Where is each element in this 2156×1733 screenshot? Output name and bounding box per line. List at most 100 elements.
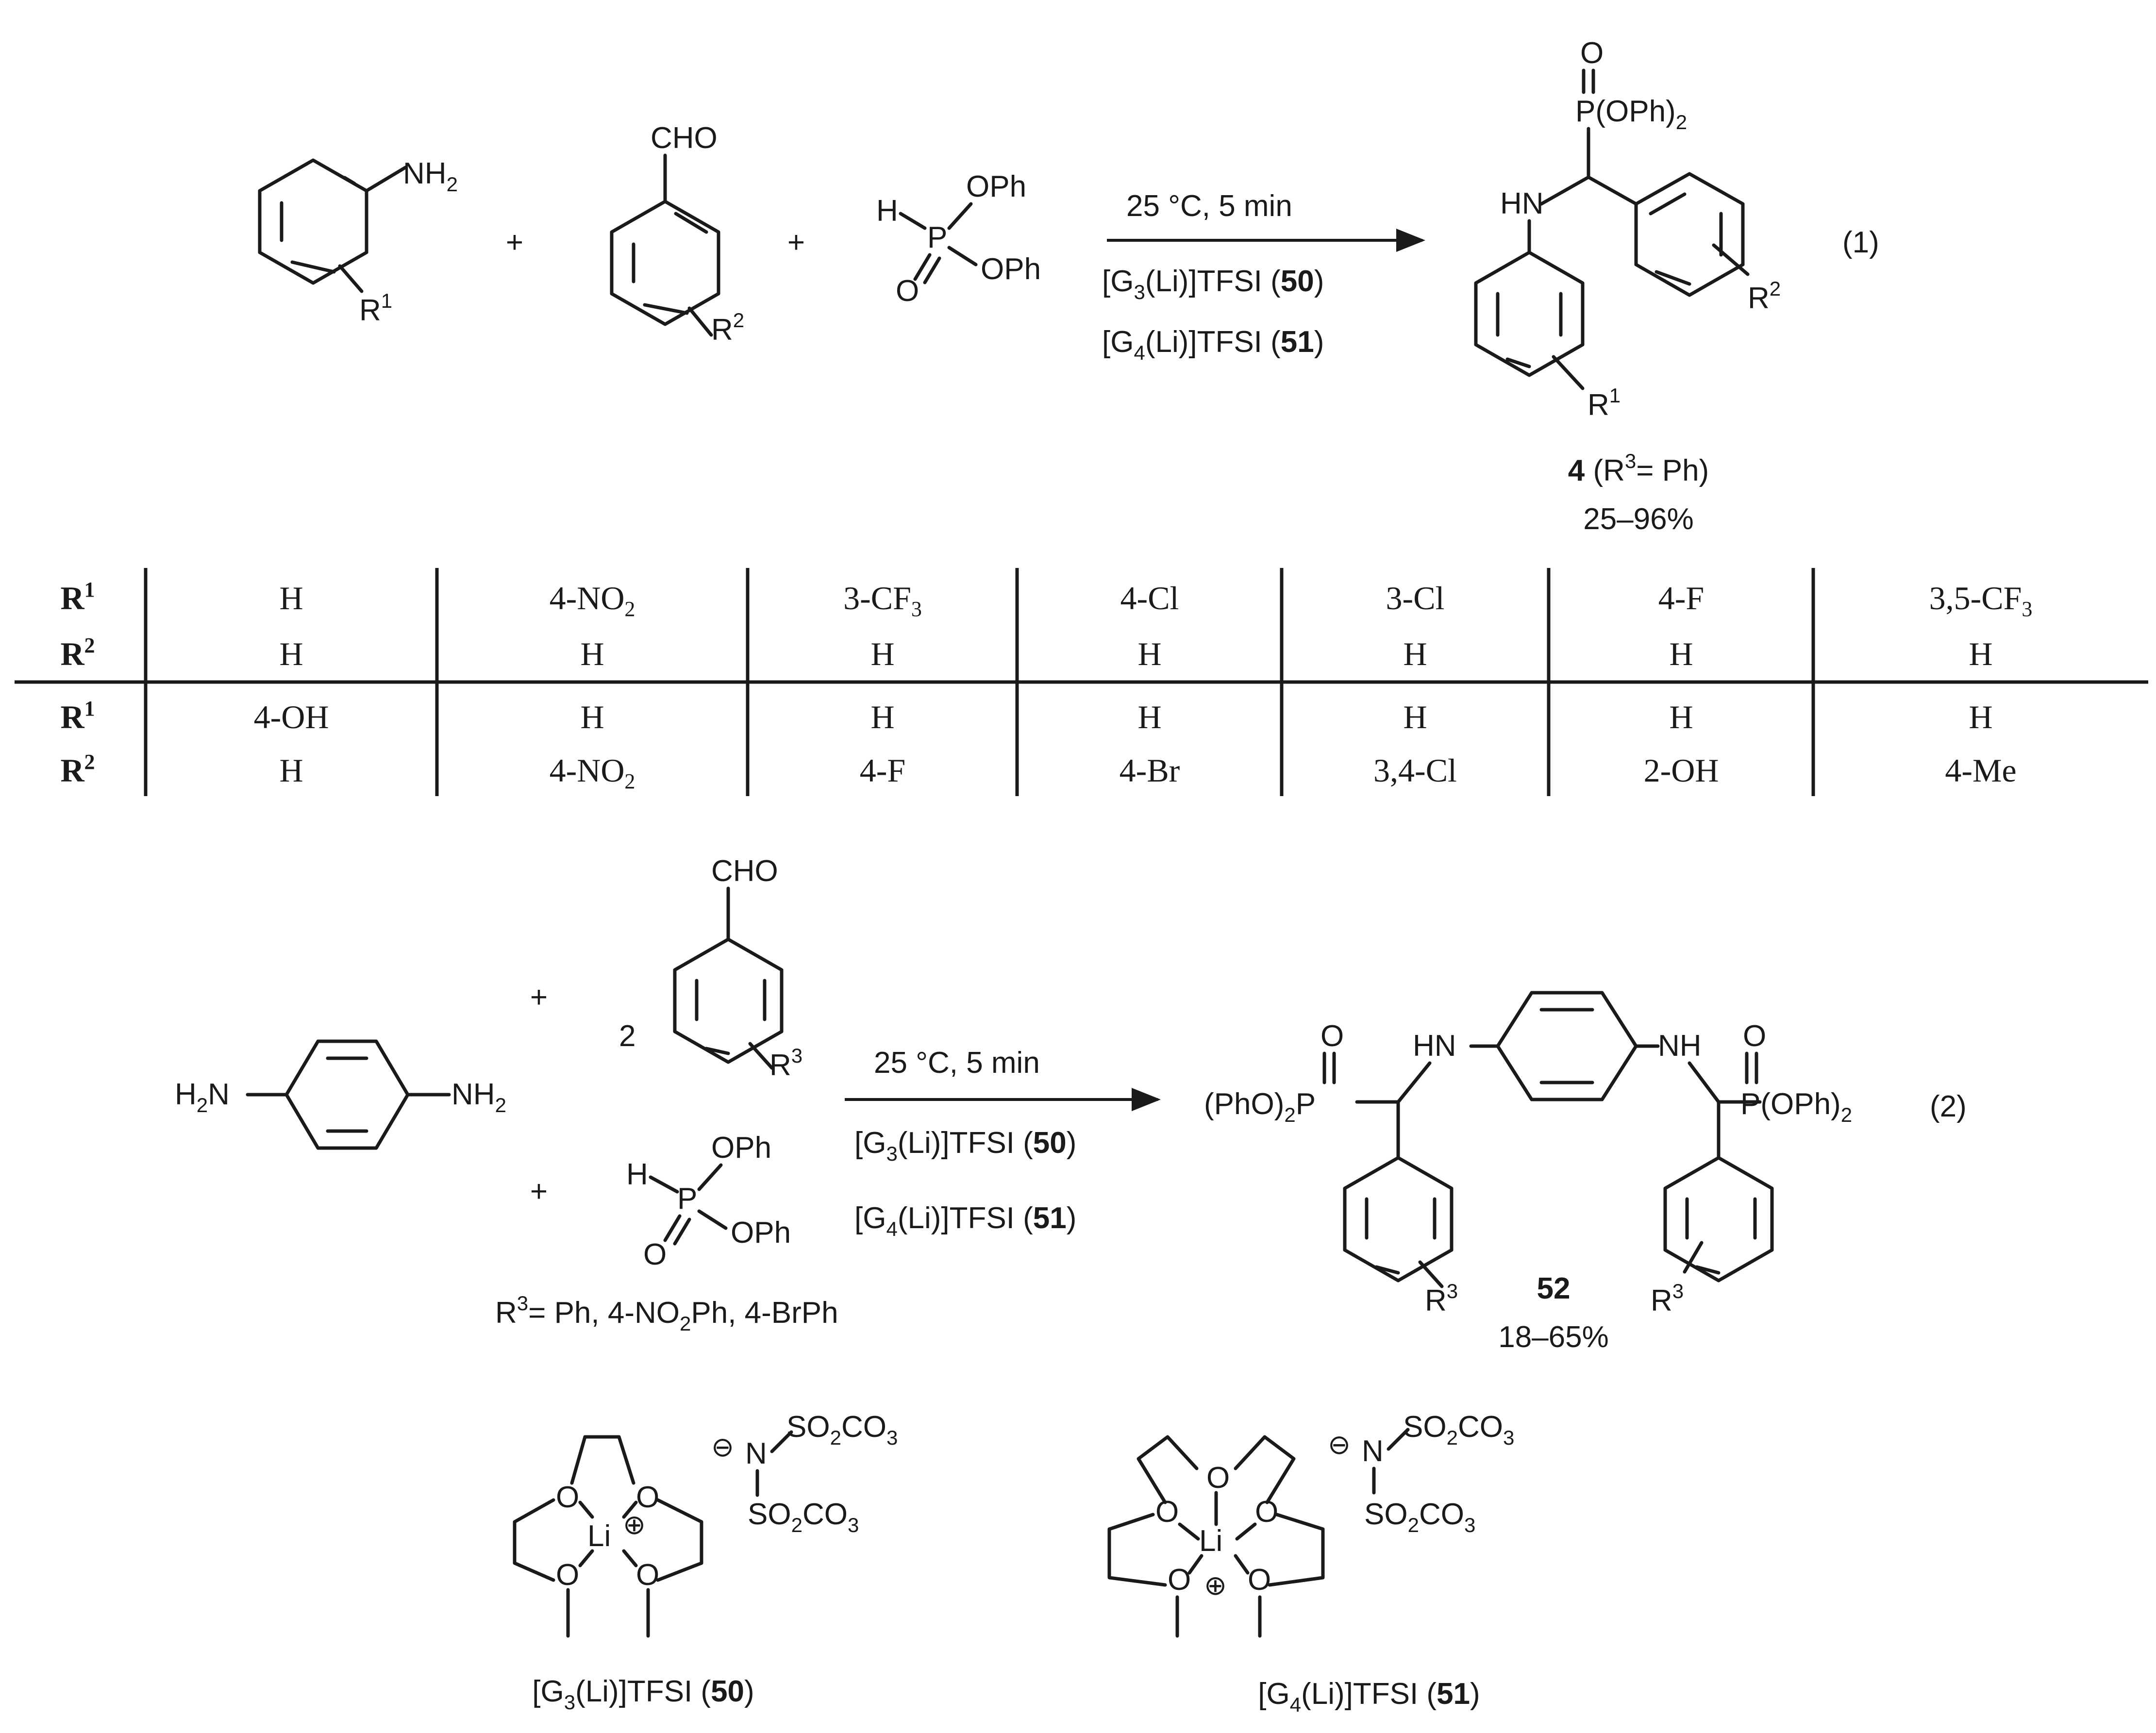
oph-label: OPh [711,1131,771,1165]
table-cell: 4-Me [1945,752,2016,789]
table-cell: H [1137,699,1161,735]
negative-charge: ⊖ [711,1432,734,1462]
o-atom: O [1155,1495,1179,1529]
table-row-label: R2 [60,750,95,789]
catalyst-51-caption: [G4(Li)]TFSI (51) [1258,1677,1480,1716]
n-atom: N [1362,1434,1384,1468]
p-atom: P [927,221,947,254]
r1-label: R1 [1588,384,1621,422]
table-cell: 4-F [860,752,905,789]
table-row-label: R2 [60,633,95,672]
o-atom: O [643,1238,667,1271]
equation-label: (1) [1842,226,1879,259]
table-cell: 2-OH [1644,752,1719,789]
left-phosphonate-label: (PhO)2P [1204,1087,1316,1126]
table-cell: 3-Cl [1386,580,1445,617]
condition-catalyst-50: [G3(Li)]TFSI (50) [854,1126,1076,1165]
nh2-label: NH2 [451,1078,506,1116]
p-atom: P [677,1182,697,1216]
table-cell: 3-CF3 [843,580,922,621]
aniline-reactant: NH2 R1 [258,157,458,327]
reaction-2: H2N NH2 + + 2 CHO R3 H P OPh [175,854,1967,1354]
plus-sign: + [787,226,805,259]
o-atom: O [1168,1563,1191,1597]
cho-label: CHO [651,121,718,155]
negative-charge: ⊖ [1328,1429,1351,1460]
conditions-temp: 25 °C, 5 min [1126,189,1292,223]
table-cell: 4-NO2 [550,752,635,793]
product-yield: 18–65% [1498,1320,1609,1354]
table-cell: 4-NO2 [550,580,635,621]
stoich-coefficient: 2 [619,1019,635,1053]
reaction-1: NH2 R1 + CHO R2 + H P OPh OPh O [258,36,1879,536]
h2n-label: H2N [175,1078,230,1116]
r2-label: R2 [1748,277,1781,315]
o-atom: O [1743,1019,1766,1053]
diphenyl-phosphite: H P OPh OPh O [876,170,1041,308]
o-atom: O [1206,1461,1230,1495]
product-4: O P(OPh)2 HN R2 R1 4 (R3= Ph) 25–96% [1474,36,1781,536]
table-cell: 3,4-Cl [1373,752,1457,789]
table-row-label: R1 [60,578,95,617]
o-atom: O [556,1481,579,1514]
r3-label: R3 [1425,1280,1458,1317]
lithium-atom: Li [1199,1524,1222,1558]
table-row-label: R1 [60,697,95,735]
h-atom: H [626,1158,648,1191]
table-cell: H [279,752,303,789]
lithium-atom: Li [587,1519,611,1553]
condition-catalyst-51: [G4(Li)]TFSI (51) [1102,325,1324,364]
r3-label: R3 [1651,1280,1684,1317]
table-cell: 4-OH [254,699,329,735]
table-cell: 3,5-CF3 [1929,580,2033,621]
condition-catalyst-51: [G4(Li)]TFSI (51) [854,1201,1076,1240]
n-atom: N [745,1437,767,1470]
sulfonyl-label: SO2CO3 [1364,1498,1475,1536]
positive-charge: ⊕ [1204,1570,1227,1600]
plus-sign: + [530,981,548,1014]
conditions-temp: 25 °C, 5 min [874,1046,1040,1080]
table-cell: H [870,699,894,735]
o-atom: O [1580,36,1604,70]
diphenyl-phosphite: H P OPh OPh O [626,1131,791,1271]
r1-label: R1 [359,289,392,327]
nh2-label: NH2 [403,157,458,196]
sulfonyl-label: SO2CO3 [1403,1410,1514,1449]
sulfonyl-label: SO2CO3 [748,1498,859,1536]
h-atom: H [876,194,898,228]
phosphonate-label: P(OPh)2 [1575,95,1687,133]
hn-label: HN [1413,1029,1456,1063]
table-cell: H [279,635,303,672]
table-cell: H [580,635,604,672]
benzaldehyde-reactant: CHO R2 [610,121,744,347]
o-atom: O [636,1481,659,1514]
product-yield: 25–96% [1583,502,1694,536]
o-atom: O [1248,1563,1271,1597]
table-cell: H [1669,635,1693,672]
o-atom: O [556,1558,579,1592]
catalyst-50-caption: [G3(Li)]TFSI (50) [532,1675,754,1714]
o-atom: O [896,274,919,308]
table-cell: H [580,699,604,735]
sulfonyl-label: SO2CO3 [786,1410,898,1449]
plus-sign: + [506,226,523,259]
reaction-1-conditions: 25 °C, 5 min [G3(Li)]TFSI (50) [G4(Li)]T… [1102,189,1425,364]
table-cell: H [1403,635,1427,672]
nh-label: NH [1658,1029,1702,1063]
table-cell: 4-Cl [1120,580,1179,617]
product-52: (PhO)2P O HN NH O P(OPh)2 R3 [1204,991,1852,1354]
condition-catalyst-50: [G3(Li)]TFSI (50) [1102,265,1324,303]
table-cell: H [1669,699,1693,735]
oph-label: OPh [731,1216,791,1250]
table-cell: 4-Br [1120,752,1180,789]
table-cell: H [1403,699,1427,735]
benzaldehyde-reactant: CHO R3 [673,854,802,1082]
table-cell: H [1137,635,1161,672]
table-cell: 4-F [1658,580,1704,617]
cho-label: CHO [711,854,778,888]
product-id: 52 [1537,1272,1571,1305]
plus-sign: + [530,1175,548,1208]
table-cell: H [1969,635,1992,672]
r2-label: R2 [711,309,744,347]
